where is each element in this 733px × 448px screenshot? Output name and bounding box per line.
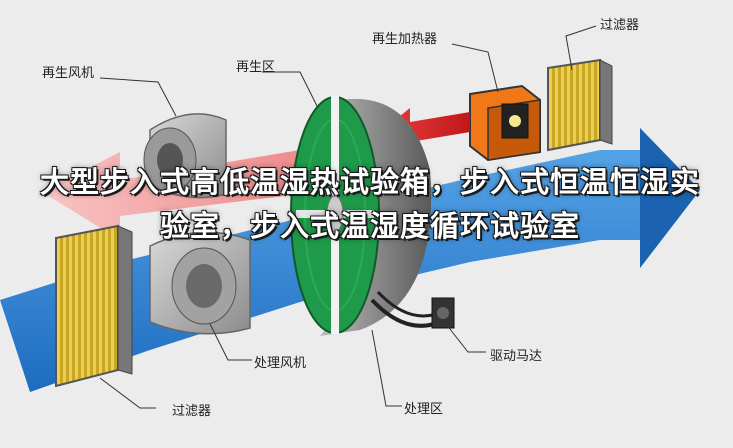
label-process-zone: 处理区 bbox=[404, 402, 444, 417]
label-regen-zone: 再生区 bbox=[236, 60, 276, 75]
callout-lines bbox=[99, 25, 597, 409]
filter-bottom bbox=[55, 224, 133, 388]
label-drive-motor: 驱动马达 bbox=[490, 349, 543, 364]
label-filter-top: 过滤器 bbox=[600, 18, 640, 33]
regen-fan bbox=[143, 113, 227, 199]
process-fan bbox=[149, 231, 251, 335]
filter-top bbox=[547, 58, 613, 152]
overlay-title: 大型步入式高低温湿热试验箱，步入式恒温恒湿实验室，步入式温湿度循环试验室 bbox=[40, 165, 701, 243]
label-filter-bottom: 过滤器 bbox=[172, 404, 212, 419]
regen-exhaust-arrow bbox=[42, 150, 300, 240]
label-regen-fan: 再生风机 bbox=[42, 66, 95, 81]
drive-motor bbox=[370, 290, 455, 329]
label-process-fan: 处理风机 bbox=[254, 356, 307, 371]
regen-heater bbox=[469, 84, 541, 162]
desiccant-rotor bbox=[290, 96, 432, 336]
label-regen-heater: 再生加热器 bbox=[372, 32, 438, 47]
